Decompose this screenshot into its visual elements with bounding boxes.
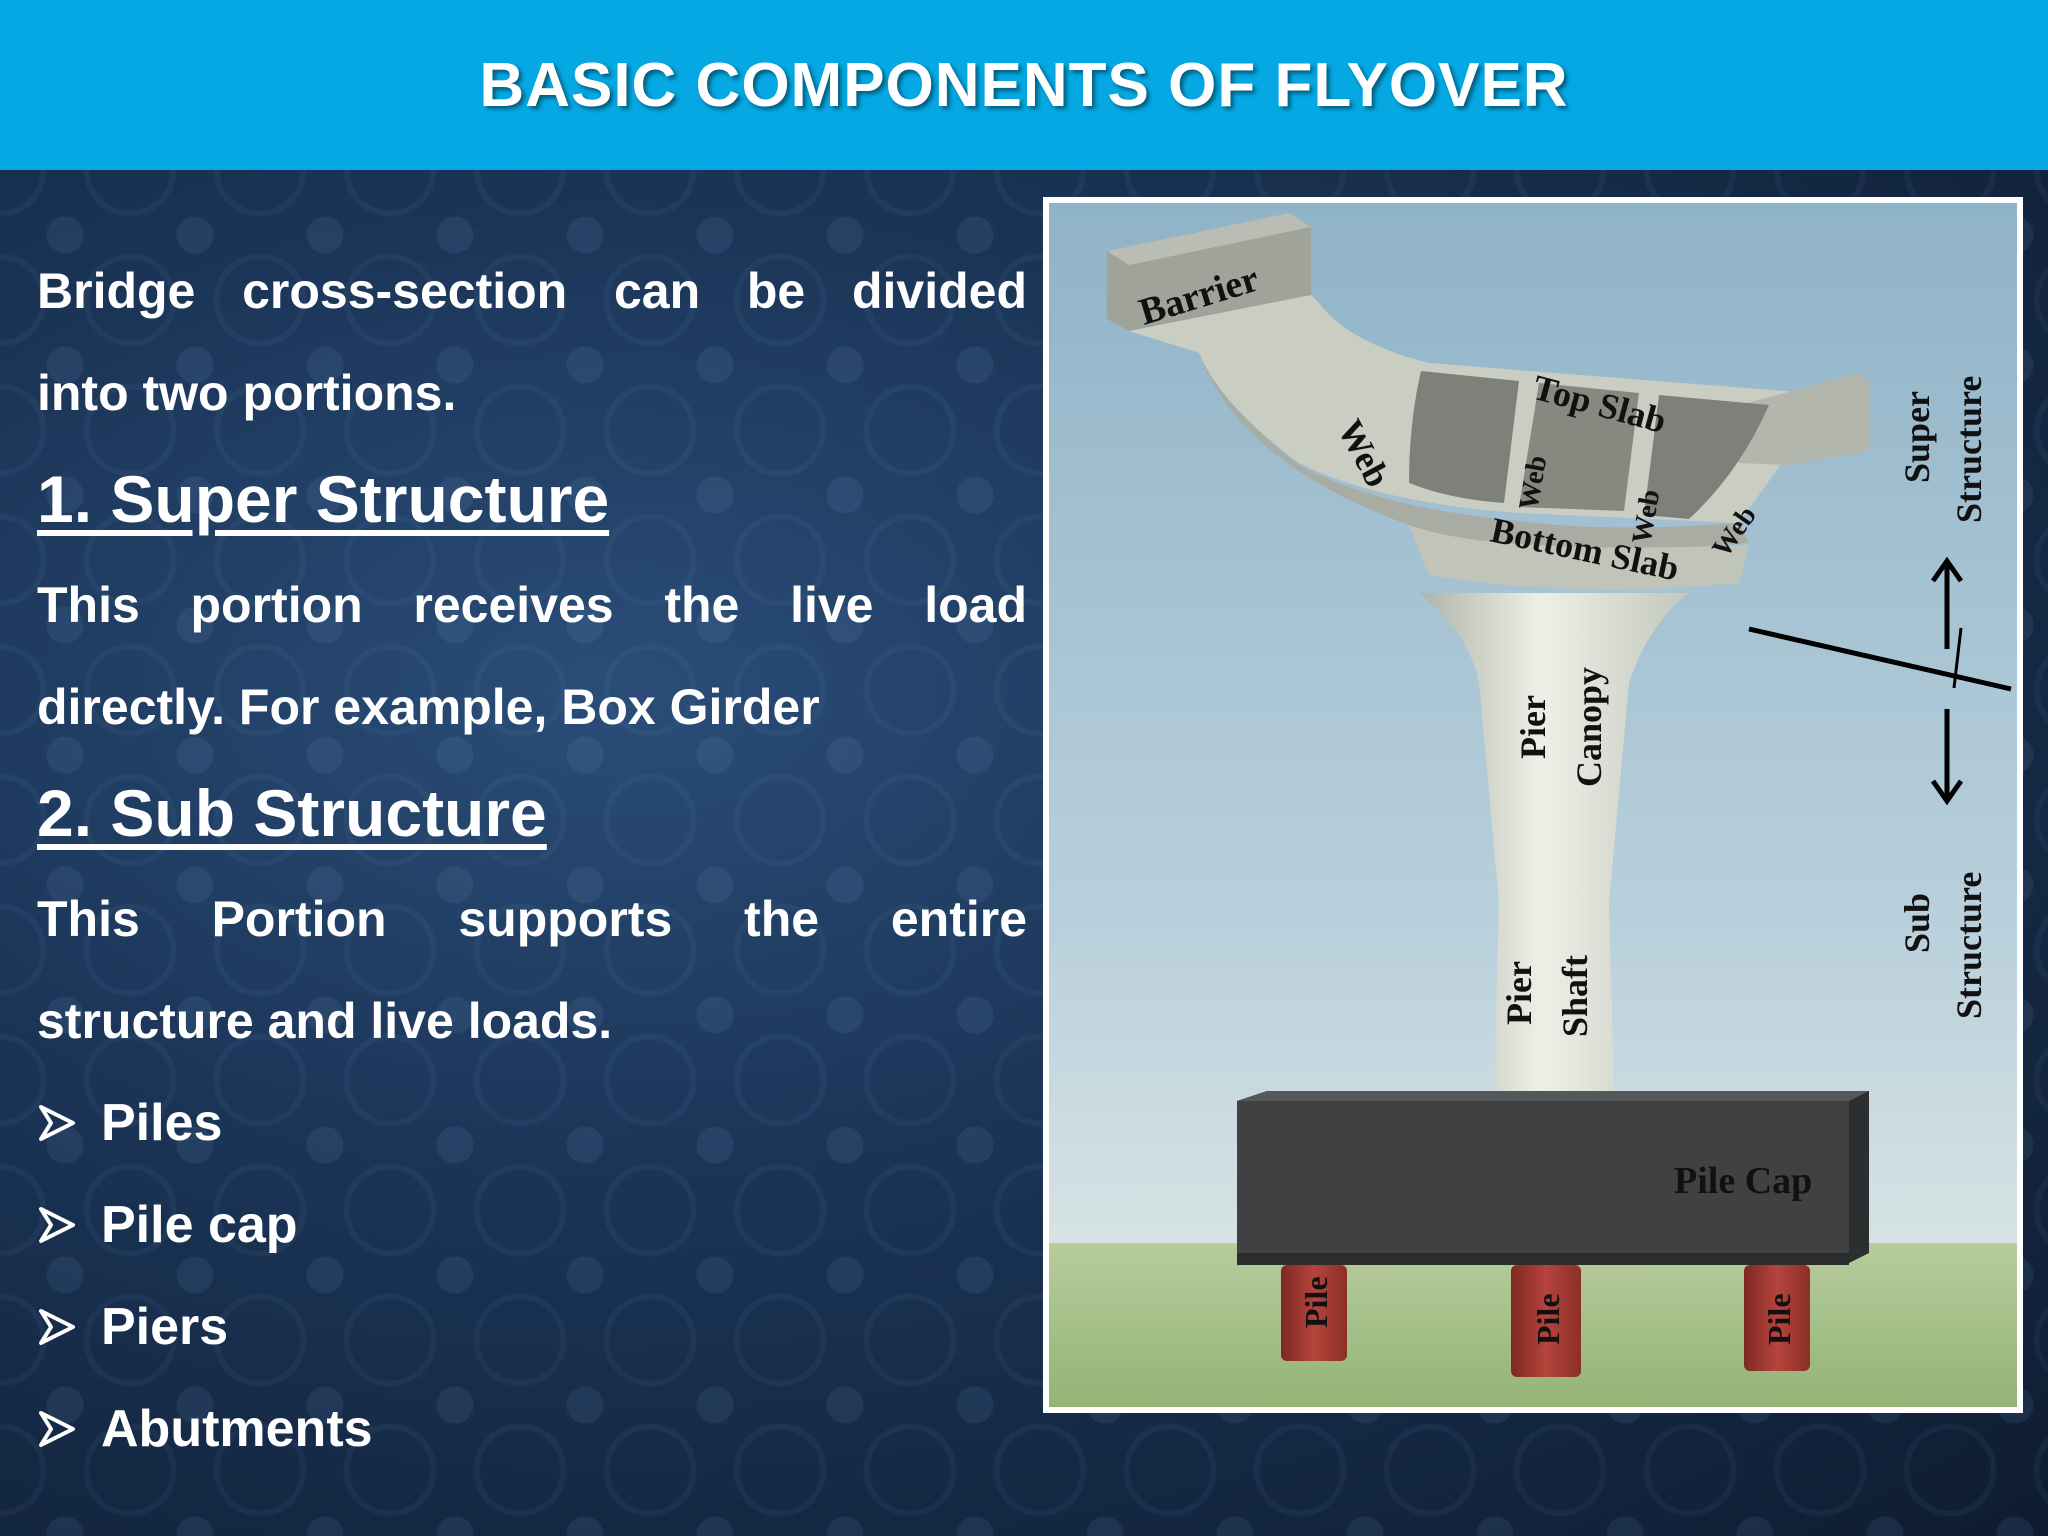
sub-desc-line-2: structure and live loads. (37, 993, 613, 1049)
label-pile-3: Pile (1761, 1293, 1797, 1345)
bullet-label: Piers (101, 1298, 229, 1356)
label-pile-1: Pile (1298, 1276, 1334, 1328)
label-pier-shaft-2: Shaft (1555, 955, 1595, 1037)
pile-left (1281, 1265, 1347, 1361)
bullet-label: Piles (101, 1094, 223, 1152)
bullet-label: Pile cap (101, 1196, 298, 1254)
label-sub-2: Structure (1949, 872, 1989, 1019)
arrow-bullet-icon (37, 1409, 101, 1449)
divider-tick (1952, 627, 1963, 689)
up-arrow-icon (1930, 556, 1964, 649)
pile-middle (1511, 1265, 1581, 1377)
flyover-diagram: Barrier Web Top Slab Web Web Web Bottom … (1043, 197, 2023, 1413)
sub-desc-line-1: This Portion supports the entire (37, 891, 1027, 947)
pile-right (1744, 1265, 1810, 1371)
label-pile-2: Pile (1530, 1293, 1566, 1345)
arrow-bullet-icon (37, 1103, 101, 1143)
box-girder (1107, 213, 1869, 590)
title-bar: BASIC COMPONENTS OF FLYOVER (0, 0, 2048, 170)
bullet-item: Piles (37, 1072, 1027, 1174)
pier (1419, 593, 1689, 1093)
bullet-label: Abutments (101, 1400, 373, 1458)
label-pier-shaft-1: Pier (1499, 961, 1539, 1025)
intro-line-1: Bridge cross-section can be divided (37, 263, 1027, 319)
label-pier-canopy-1: Pier (1513, 695, 1553, 759)
label-pier-canopy-2: Canopy (1569, 667, 1609, 787)
arrow-bullet-icon (37, 1205, 101, 1245)
flyover-illustration: Barrier Web Top Slab Web Web Web Bottom … (1049, 203, 2017, 1407)
sub-structure-heading: 2. Sub Structure (37, 776, 547, 850)
super-desc-line-1: This portion receives the live load (37, 577, 1027, 633)
intro-line-2: into two portions. (37, 365, 457, 421)
bullet-item: Abutments (37, 1378, 1027, 1480)
arrow-bullet-icon (37, 1307, 101, 1347)
label-sub-1: Sub (1897, 893, 1937, 953)
super-structure-heading: 1. Super Structure (37, 462, 610, 536)
divider-line (1748, 626, 2012, 692)
bullet-item: Pile cap (37, 1174, 1027, 1276)
label-super-1: Super (1897, 391, 1937, 483)
bullet-item: Piers (37, 1276, 1027, 1378)
page-title: BASIC COMPONENTS OF FLYOVER (479, 50, 1569, 120)
label-super-2: Structure (1949, 376, 1989, 523)
pile-cap (1237, 1091, 1869, 1265)
super-desc-line-2: directly. For example, Box Girder (37, 679, 820, 735)
text-panel: Bridge cross-section can be divided into… (37, 240, 1027, 1480)
label-pile-cap: Pile Cap (1674, 1160, 1812, 1202)
down-arrow-icon (1930, 709, 1964, 806)
